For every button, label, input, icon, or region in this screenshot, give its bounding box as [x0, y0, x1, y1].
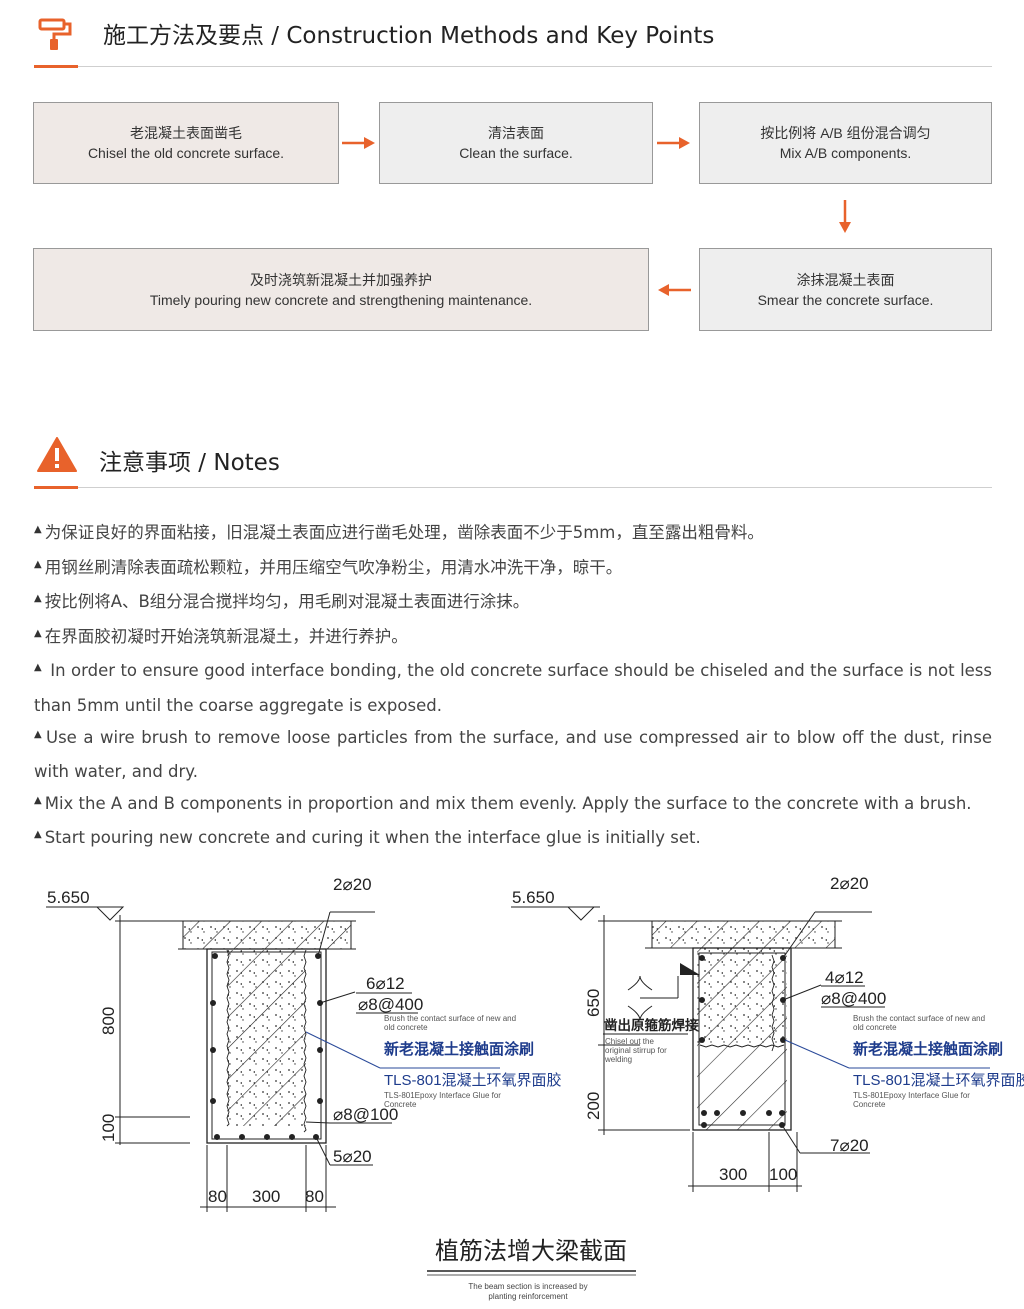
flow-step-zh: 老混凝土表面凿毛 [130, 125, 242, 141]
product-en: TLS-801Epoxy Interface Glue for [384, 1091, 501, 1100]
flow-step-3: 按比例将 A/B 组份混合调匀 Mix A/B components. [699, 102, 992, 184]
caption-title: 植筋法增大梁截面 [435, 1238, 627, 1265]
left-beam-section: 5.650 2⌀20 6⌀12 ⌀8@400 Brush the contac [46, 875, 562, 1212]
note-en: Brush the contact surface of new and [384, 1014, 516, 1023]
top-bars-label: 2⌀20 [333, 875, 372, 894]
dim-height: 200 [584, 1092, 603, 1120]
product-en: Concrete [384, 1100, 417, 1109]
arrow-left-icon [658, 284, 691, 296]
section-title-methods: 施工方法及要点 / Construction Methods and Key P… [103, 23, 715, 49]
flow-step-en: Mix A/B components. [779, 145, 912, 161]
flow-step-4: 涂抹混凝土表面 Smear the concrete surface. [699, 248, 992, 331]
divider [34, 66, 992, 67]
elevation-label: 5.650 [47, 888, 90, 907]
note-en: old concrete [853, 1023, 897, 1032]
flow-step-5: 及时浇筑新混凝土并加强养护 Timely pouring new concret… [33, 248, 649, 331]
list-item: ▲为保证良好的界面粘接，旧混凝土表面应进行凿毛处理，凿除表面不少于5mm，直至露… [34, 523, 764, 542]
list-item: ▲用钢丝刷清除表面疏松颗粒，并用压缩空气吹净粉尘，用清水冲洗干净，晾干。 [34, 557, 623, 577]
side-bars-label: 6⌀12 [366, 974, 405, 993]
flow-step-zh: 涂抹混凝土表面 [796, 271, 895, 288]
list-item: ▲Mix the A and B components in proportio… [34, 793, 972, 813]
divider-accent [34, 65, 78, 68]
bottom-bars-label: 7⌀20 [830, 1136, 869, 1155]
dim-width: 100 [769, 1165, 797, 1184]
caption-en: planting reinforcement [488, 1292, 568, 1301]
flow-step-en: Clean the surface. [459, 145, 573, 161]
product-label: TLS-801混凝土环氧界面胶 [384, 1072, 562, 1089]
note-zh: 新老混凝土接触面涂刷 [384, 1040, 534, 1058]
flow-step-zh: 及时浇筑新混凝土并加强养护 [250, 271, 432, 288]
list-item: ▲按比例将A、B组分混合搅拌均匀，用毛刷对混凝土表面进行涂抹。 [34, 592, 530, 612]
dim-width: 300 [719, 1165, 747, 1184]
flow-step-en: Chisel the old concrete surface. [87, 145, 285, 161]
flow-step-zh: 清洁表面 [488, 125, 544, 141]
side-bars-label: 4⌀12 [825, 968, 864, 987]
dim-height: 100 [99, 1114, 118, 1142]
note-en: old concrete [384, 1023, 428, 1032]
flow-step-en: Smear the concrete surface. [757, 291, 934, 308]
product-en: Concrete [853, 1100, 886, 1109]
flow-step-1: 老混凝土表面凿毛 Chisel the old concrete surface… [33, 102, 339, 184]
product-en: TLS-801Epoxy Interface Glue for [853, 1091, 970, 1100]
note-zh: 新老混凝土接触面涂刷 [853, 1040, 1003, 1058]
stirrup-label: ⌀8@400 [821, 989, 886, 1008]
arrow-right-icon [342, 137, 375, 149]
dim-width: 80 [305, 1187, 324, 1206]
caption-en: The beam section is increased by [468, 1282, 587, 1291]
note-en: Brush the contact surface of new and [853, 1014, 985, 1023]
dim-height: 800 [99, 1007, 118, 1035]
flow-step-en: Timely pouring new concrete and strength… [149, 291, 533, 308]
notes-list: ▲为保证良好的界面粘接，旧混凝土表面应进行凿毛处理，凿除表面不少于5mm，直至露… [34, 517, 992, 857]
elevation-label: 5.650 [512, 888, 555, 907]
dim-width: 300 [252, 1187, 280, 1206]
right-beam-section: 5.650 2⌀20 4⌀12 ⌀8@400 Brush [511, 874, 1024, 1192]
section-title-notes: 注意事项 / Notes [99, 450, 280, 476]
chisel-en: welding [604, 1055, 632, 1064]
bottom-bars-label: 5⌀20 [333, 1147, 372, 1166]
arrow-down-icon [839, 200, 851, 233]
stirrup-label: ⌀8@400 [358, 995, 423, 1014]
dim-height: 650 [584, 989, 603, 1017]
arrow-right-icon [657, 137, 690, 149]
flow-step-2: 清洁表面 Clean the surface. [379, 102, 653, 184]
divider [34, 487, 992, 488]
divider-accent [34, 486, 78, 489]
product-label: TLS-801混凝土环氧界面胶 [853, 1072, 1024, 1089]
chisel-en: Chisel out the [605, 1037, 654, 1046]
flow-step-zh: 按比例将 A/B 组份混合调匀 [760, 125, 931, 141]
list-item: ▲在界面胶初凝时开始浇筑新混凝土，并进行养护。 [34, 626, 408, 646]
list-item: ▲Start pouring new concrete and curing i… [34, 828, 701, 848]
paint-roller-icon [38, 18, 74, 52]
beam-section-drawing: 5.650 2⌀20 6⌀12 ⌀8@400 Brush the contac [46, 874, 1024, 1301]
dim-width: 80 [208, 1187, 227, 1206]
stirrup2-label: ⌀8@100 [333, 1105, 398, 1124]
list-item: ▲ In order to ensure good interface bond… [34, 661, 992, 715]
list-item: ▲Use a wire brush to remove loose partic… [34, 727, 992, 782]
warning-icon [37, 437, 77, 473]
chisel-en: original stirrup for [605, 1046, 667, 1055]
chisel-label: 凿出原箍筋焊接 [604, 1017, 699, 1033]
top-bars-label: 2⌀20 [830, 874, 869, 893]
